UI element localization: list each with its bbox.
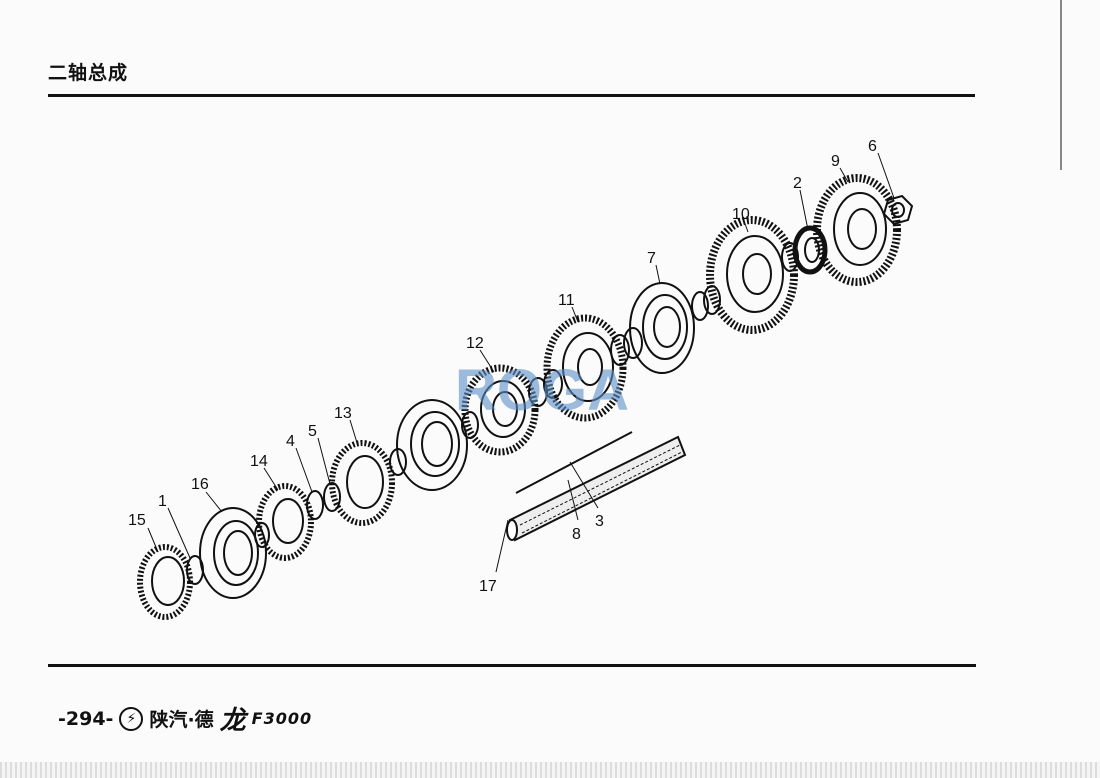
footer: -294- ⚡ 陕汽·德 龙 F3000 (58, 700, 312, 737)
page-number: -294- (58, 707, 114, 730)
callout-16: 16 (191, 476, 209, 493)
callout-8: 8 (572, 526, 581, 543)
ring-5 (323, 482, 341, 512)
callout-5: 5 (308, 423, 317, 440)
synchronizer (396, 399, 468, 491)
brand-script: 龙 (219, 706, 246, 736)
callout-2: 2 (793, 175, 802, 192)
callout-9: 9 (831, 153, 840, 170)
callout-4: 4 (286, 433, 295, 450)
callout-10: 10 (732, 206, 750, 223)
model-name: F3000 (251, 709, 313, 728)
watermark: ROGA (455, 358, 629, 423)
gear-11 (543, 314, 627, 422)
gear-10 (706, 216, 798, 334)
gear-9 (813, 174, 901, 286)
gear-13 (329, 440, 395, 526)
gears (137, 174, 914, 620)
callout-3: 3 (595, 513, 604, 530)
callout-1: 1 (158, 493, 167, 510)
footer-rule (48, 664, 976, 667)
callout-labels: 15 1 16 14 4 5 13 12 11 7 10 2 9 6 3 8 1… (128, 138, 877, 595)
brand-name: 陕汽·德 (149, 709, 214, 731)
ring-4 (306, 490, 324, 520)
callout-17: 17 (479, 578, 497, 595)
scan-edge (0, 762, 1100, 778)
callout-7: 7 (647, 250, 656, 267)
callout-12: 12 (466, 335, 484, 352)
nut-6 (882, 194, 914, 226)
page-title: 二轴总成 (48, 62, 129, 84)
callout-15: 15 (128, 512, 146, 529)
gear-12 (461, 364, 539, 456)
shaft (506, 431, 687, 542)
callout-11: 11 (558, 292, 575, 309)
leader-lines (147, 152, 895, 573)
shacman-logo-icon: ⚡ (119, 706, 144, 731)
callout-6: 6 (868, 138, 877, 155)
gear-16 (199, 507, 267, 599)
page-edge (1060, 0, 1062, 170)
synchronizer-7 (629, 282, 695, 374)
header-rule (48, 94, 975, 97)
callout-13: 13 (334, 405, 352, 422)
callout-14: 14 (250, 453, 268, 470)
gear-14 (256, 483, 314, 561)
gear-15 (137, 544, 193, 620)
